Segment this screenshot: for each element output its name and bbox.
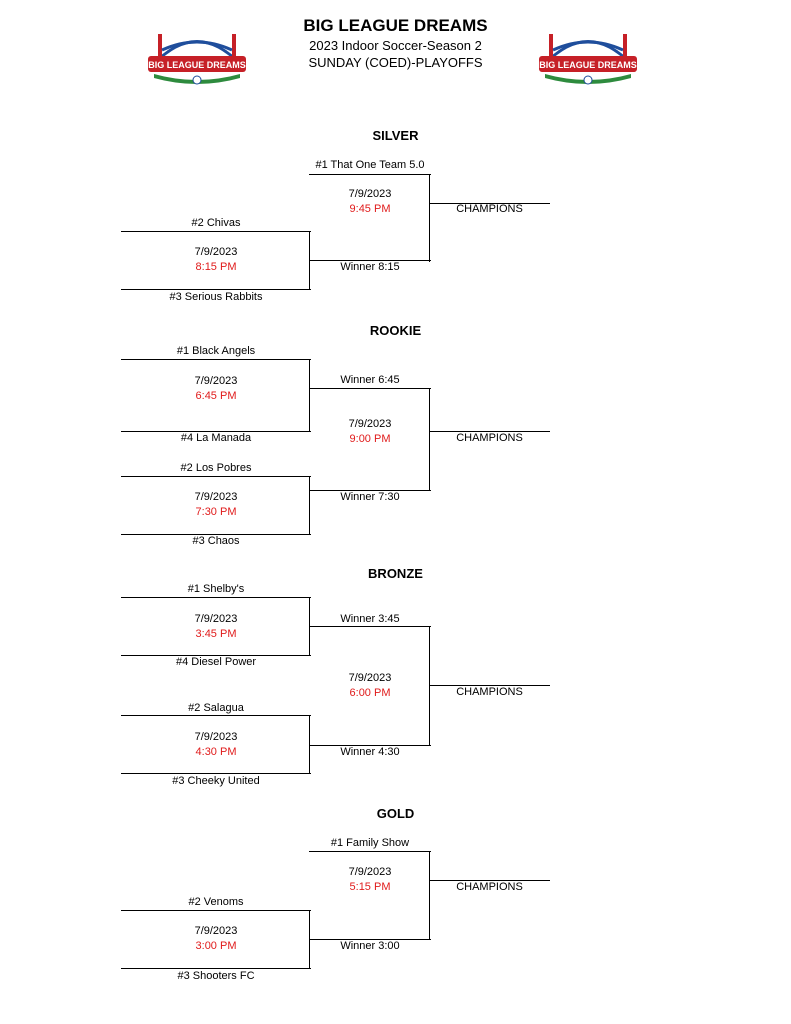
bracket-line	[309, 715, 310, 774]
match-time: 7:30 PM	[195, 506, 237, 518]
winner-label: Winner 3:00	[340, 940, 400, 952]
team-seed-2: #2 Venoms	[188, 896, 244, 908]
team-seed-1: #1 Black Angels	[176, 345, 256, 357]
match-date: 7/9/2023	[194, 613, 238, 625]
section-title-rookie: ROOKIE	[369, 323, 422, 338]
bracket-line	[121, 359, 311, 360]
team-seed-3: #3 Chaos	[192, 535, 240, 547]
bracket-line	[309, 939, 431, 940]
team-seed-3: #3 Serious Rabbits	[169, 291, 263, 303]
bracket-line	[121, 910, 311, 911]
page-subtitle: 2023 Indoor Soccer-Season 2	[309, 38, 482, 53]
bracket-line	[429, 388, 430, 491]
winner-label: Winner 3:45	[340, 613, 400, 625]
match-date: 7/9/2023	[194, 731, 238, 743]
svg-text:BIG LEAGUE DREAMS: BIG LEAGUE DREAMS	[148, 60, 246, 70]
bracket-line	[429, 203, 550, 204]
match-time: 8:15 PM	[195, 261, 237, 273]
team-seed-2: #2 Los Pobres	[180, 462, 252, 474]
match-time: 4:30 PM	[195, 746, 237, 758]
match-time: 9:45 PM	[349, 203, 391, 215]
bracket-line	[121, 715, 311, 716]
bracket-line	[429, 431, 550, 432]
bracket-line	[429, 174, 430, 262]
winner-label: Winner 4:30	[340, 746, 400, 758]
bracket-line	[309, 388, 431, 389]
match-date: 7/9/2023	[348, 188, 392, 200]
bracket-line	[309, 476, 310, 535]
match-date: 7/9/2023	[194, 246, 238, 258]
champions-label: CHAMPIONS	[456, 881, 523, 893]
match-date: 7/9/2023	[348, 672, 392, 684]
section-title-bronze: BRONZE	[368, 566, 423, 581]
team-seed-4: #4 La Manada	[180, 432, 252, 444]
big-league-dreams-logo-left: BIG LEAGUE DREAMS	[148, 34, 246, 85]
team-seed-4: #4 Diesel Power	[175, 656, 257, 668]
team-seed-2: #2 Chivas	[191, 217, 241, 229]
bracket-line	[309, 359, 310, 432]
bracket-line	[121, 289, 311, 290]
bracket-line	[121, 231, 311, 232]
match-date: 7/9/2023	[194, 375, 238, 387]
winner-label: Winner 7:30	[340, 491, 400, 503]
bracket-line	[309, 851, 431, 852]
svg-text:BIG LEAGUE DREAMS: BIG LEAGUE DREAMS	[539, 60, 637, 70]
champions-label: CHAMPIONS	[456, 686, 523, 698]
team-seed-1: #1 Family Show	[330, 837, 410, 849]
team-seed-1: #1 That One Team 5.0	[315, 159, 425, 171]
section-title-gold: GOLD	[376, 806, 415, 821]
match-time: 6:00 PM	[349, 687, 391, 699]
bracket-line	[121, 773, 311, 774]
match-time: 6:45 PM	[195, 390, 237, 402]
bracket-line	[429, 685, 550, 686]
match-time: 5:15 PM	[349, 881, 391, 893]
team-seed-2: #2 Salagua	[188, 702, 244, 714]
bracket-line	[121, 968, 311, 969]
bracket-line	[309, 174, 431, 175]
section-title-silver: SILVER	[372, 128, 419, 143]
bracket-line	[429, 851, 430, 940]
match-time: 3:00 PM	[195, 940, 237, 952]
team-seed-3: #3 Shooters FC	[177, 970, 255, 982]
team-seed-3: #3 Cheeky United	[172, 775, 260, 787]
team-seed-1: #1 Shelby's	[187, 583, 245, 595]
bracket-line	[121, 431, 311, 432]
winner-label: Winner 6:45	[340, 374, 400, 386]
champions-label: CHAMPIONS	[456, 432, 523, 444]
match-date: 7/9/2023	[348, 866, 392, 878]
bracket-line	[309, 745, 431, 746]
champions-label: CHAMPIONS	[456, 203, 523, 215]
bracket-line	[309, 626, 431, 627]
big-league-dreams-logo-right: BIG LEAGUE DREAMS	[539, 34, 637, 85]
bracket-line	[429, 626, 430, 746]
match-date: 7/9/2023	[194, 491, 238, 503]
page-title: BIG LEAGUE DREAMS	[303, 16, 488, 35]
bracket-line	[309, 490, 431, 491]
winner-label: Winner 8:15	[340, 261, 400, 273]
match-time: 9:00 PM	[349, 433, 391, 445]
bracket-line	[429, 880, 550, 881]
bracket-line	[121, 534, 311, 535]
league-title: SUNDAY (COED)-PLAYOFFS	[308, 55, 483, 70]
bracket-line	[309, 260, 431, 261]
match-date: 7/9/2023	[348, 418, 392, 430]
bracket-line	[121, 655, 311, 656]
match-date: 7/9/2023	[194, 925, 238, 937]
bracket-line	[121, 476, 311, 477]
bracket-line	[121, 597, 311, 598]
match-time: 3:45 PM	[195, 628, 237, 640]
